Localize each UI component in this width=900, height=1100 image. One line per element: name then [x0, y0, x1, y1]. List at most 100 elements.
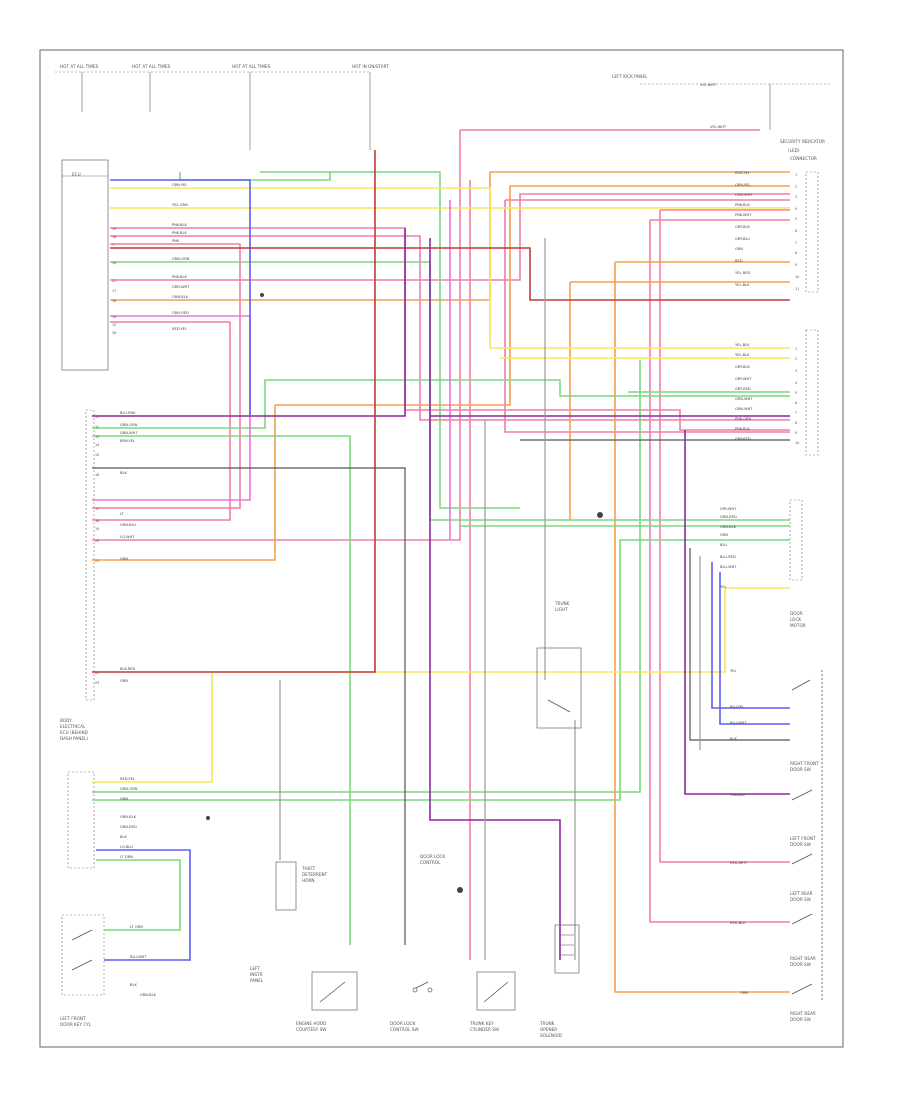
svg-text:PANEL: PANEL — [250, 978, 264, 983]
svg-text:7: 7 — [112, 243, 114, 247]
svg-text:22: 22 — [95, 671, 99, 675]
svg-text:RED-YEL: RED-YEL — [172, 327, 187, 331]
svg-text:RIGHT REAR: RIGHT REAR — [790, 956, 816, 961]
svg-text:DOOR SW: DOOR SW — [790, 897, 811, 902]
svg-text:LIGHT: LIGHT — [555, 607, 568, 612]
svg-text:8: 8 — [795, 421, 797, 425]
svg-text:HOT IN ON/START: HOT IN ON/START — [352, 64, 389, 69]
left-connector-block — [85, 409, 95, 701]
svg-text:ORN-BLK: ORN-BLK — [172, 295, 189, 299]
svg-text:BRN-YEL: BRN-YEL — [120, 439, 135, 443]
svg-text:LT: LT — [120, 512, 125, 516]
ground-icon — [206, 293, 603, 893]
blue-wires — [96, 179, 790, 961]
orange-wires — [92, 171, 790, 993]
svg-text:ENGINE HOOD: ENGINE HOOD — [296, 1021, 326, 1026]
magenta-wires — [92, 200, 451, 540]
svg-text:17: 17 — [95, 507, 99, 511]
right-door-switches — [791, 670, 823, 1000]
svg-text:CONTROL SW: CONTROL SW — [390, 1027, 419, 1032]
svg-text:VIO-WHT: VIO-WHT — [710, 125, 727, 129]
svg-text:SECURITY INDICATOR: SECURITY INDICATOR — [780, 139, 825, 144]
svg-text:PNK-BLK: PNK-BLK — [172, 231, 187, 235]
svg-text:GRN-BLK: GRN-BLK — [720, 525, 737, 529]
svg-text:4: 4 — [795, 207, 797, 211]
svg-text:GRY-RED: GRY-RED — [735, 437, 751, 441]
svg-text:BLK: BLK — [730, 737, 737, 741]
svg-text:5: 5 — [795, 391, 797, 395]
svg-text:18: 18 — [112, 235, 116, 239]
svg-text:LG-WHT: LG-WHT — [120, 535, 135, 539]
svg-text:HOT AT ALL TIMES: HOT AT ALL TIMES — [60, 64, 99, 69]
svg-text:4: 4 — [795, 381, 797, 385]
right-module-connector-a — [805, 171, 819, 293]
svg-text:GRN-BLU: GRN-BLU — [120, 523, 136, 527]
svg-text:GRY-BLU: GRY-BLU — [735, 237, 750, 241]
svg-text:LEFT: LEFT — [250, 966, 260, 971]
svg-text:BLU: BLU — [720, 543, 727, 547]
svg-text:GRN-WHT: GRN-WHT — [172, 285, 190, 289]
svg-text:RIGHT FRONT: RIGHT FRONT — [790, 761, 819, 766]
svg-text:BLU-PNK: BLU-PNK — [120, 411, 136, 415]
svg-text:HOT AT ALL TIMES: HOT AT ALL TIMES — [132, 64, 171, 69]
svg-text:TRUNK: TRUNK — [539, 1021, 555, 1026]
svg-text:GRN-RED: GRN-RED — [172, 311, 189, 315]
svg-text:PNK-BLK: PNK-BLK — [172, 275, 187, 279]
svg-text:ORN: ORN — [120, 557, 128, 561]
svg-text:GRN-RED: GRN-RED — [720, 515, 737, 519]
svg-text:19: 19 — [112, 227, 116, 231]
svg-text:BLU-RED: BLU-RED — [720, 555, 736, 559]
lower-left-connector — [67, 771, 95, 869]
svg-text:DOOR KEY CYL: DOOR KEY CYL — [60, 1022, 92, 1027]
svg-text:BLK: BLK — [120, 471, 127, 475]
svg-text:GRN: GRN — [720, 533, 728, 537]
svg-text:LEFT FRONT: LEFT FRONT — [60, 1016, 86, 1021]
svg-text:RED-YEL: RED-YEL — [735, 171, 750, 175]
svg-text:DOOR SW: DOOR SW — [790, 962, 811, 967]
svg-text:ECU: ECU — [72, 172, 81, 177]
svg-text:8: 8 — [795, 251, 797, 255]
svg-text:TRUNK KEY: TRUNK KEY — [469, 1021, 494, 1026]
svg-text:BLU-WHT: BLU-WHT — [730, 721, 747, 725]
wire-color-labels: GRN-YEL YEL-GRN PNK-BLK PNK-BLK PNK GRN-… — [120, 83, 753, 997]
svg-text:(LED): (LED) — [788, 148, 800, 153]
svg-text:BODY: BODY — [60, 718, 72, 723]
svg-text:GRY-BLK: GRY-BLK — [735, 365, 750, 369]
svg-text:BLU-WHT: BLU-WHT — [720, 565, 737, 569]
actuator-coil — [554, 924, 580, 974]
svg-text:21: 21 — [112, 279, 116, 283]
svg-text:16: 16 — [112, 299, 116, 303]
left-control-module — [61, 159, 109, 371]
gray-wires — [92, 238, 790, 960]
svg-text:VIO-WHT: VIO-WHT — [700, 83, 717, 87]
svg-text:DOOR LOCK: DOOR LOCK — [420, 854, 445, 859]
purple-wires — [92, 228, 790, 960]
svg-text:10: 10 — [795, 275, 799, 279]
svg-text:YEL-BLK: YEL-BLK — [735, 283, 750, 287]
svg-text:CONTROL: CONTROL — [420, 860, 441, 865]
svg-text:9: 9 — [795, 431, 797, 435]
bottom-switch-center — [412, 981, 433, 993]
svg-text:GRY-WHT: GRY-WHT — [720, 507, 737, 511]
svg-text:15: 15 — [95, 453, 99, 457]
svg-text:BLU-WHT: BLU-WHT — [130, 955, 147, 959]
svg-text:GRY-RED: GRY-RED — [735, 387, 751, 391]
svg-text:LOCK: LOCK — [790, 617, 801, 622]
svg-text:11: 11 — [795, 287, 799, 291]
svg-text:DOOR LOCK: DOOR LOCK — [390, 1021, 415, 1026]
svg-text:PNK-BLK: PNK-BLK — [735, 203, 750, 207]
svg-text:DOOR SW: DOOR SW — [790, 842, 811, 847]
svg-text:THEFT: THEFT — [301, 866, 316, 871]
svg-text:3: 3 — [795, 369, 797, 373]
svg-text:YEL: YEL — [730, 669, 736, 673]
svg-text:YEL-RED: YEL-RED — [735, 271, 750, 275]
svg-text:3: 3 — [795, 195, 797, 199]
svg-text:7: 7 — [795, 411, 797, 415]
svg-text:DOOR SW: DOOR SW — [790, 767, 811, 772]
bottom-switch-right — [476, 971, 516, 1011]
svg-text:HORN: HORN — [302, 878, 315, 883]
left-door-lock-contacts — [71, 929, 93, 971]
svg-text:7: 7 — [795, 241, 797, 245]
svg-text:OPENER: OPENER — [540, 1027, 557, 1032]
svg-text:PNK-BLK: PNK-BLK — [172, 223, 187, 227]
